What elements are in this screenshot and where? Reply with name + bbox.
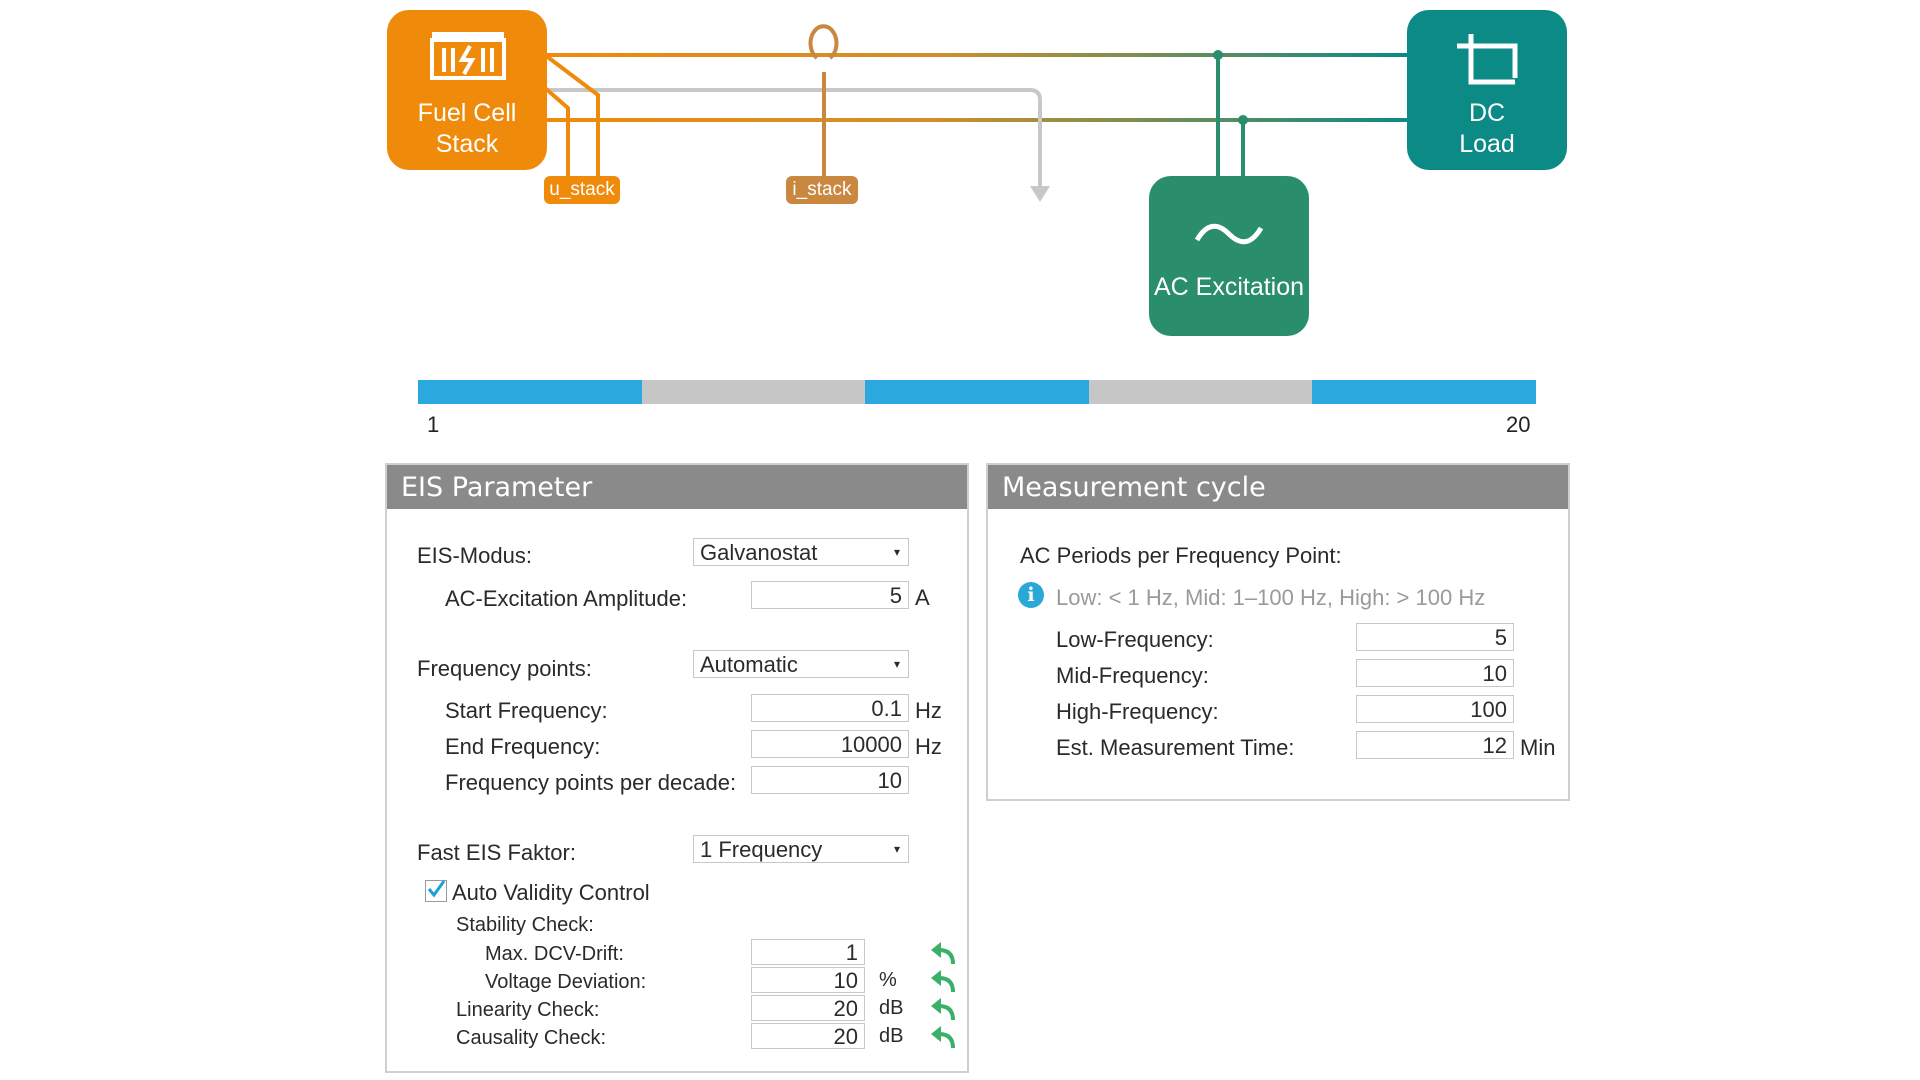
checkmark-icon — [427, 880, 446, 898]
eis-modus-value: Galvanostat — [700, 540, 818, 565]
voltage-deviation-input[interactable]: 10 — [751, 967, 865, 993]
sine-wave-icon — [1194, 223, 1264, 245]
amplitude-input[interactable]: 5 — [751, 581, 909, 609]
start-frequency-input[interactable]: 0.1 — [751, 694, 909, 722]
u-stack-tag: u_stack — [544, 176, 620, 204]
measurement-time-unit: Min — [1520, 735, 1556, 760]
auto-validity-checkbox[interactable] — [425, 880, 447, 902]
dcv-drift-input[interactable]: 1 — [751, 939, 865, 965]
cycle-panel-title: Measurement cycle — [988, 465, 1568, 509]
fast-eis-label: Fast EIS Faktor: — [417, 840, 576, 865]
progress-segment — [1312, 380, 1536, 404]
eis-panel-title: EIS Parameter — [387, 465, 967, 509]
mid-frequency-input[interactable]: 10 — [1356, 659, 1514, 687]
dc-load-label-1: DC — [1468, 99, 1506, 127]
measurement-cycle-panel: Measurement cycle AC Periods per Frequen… — [986, 463, 1570, 801]
low-frequency-label: Low-Frequency: — [1056, 627, 1214, 652]
start-frequency-label: Start Frequency: — [445, 698, 608, 723]
causality-check-label: Causality Check: — [456, 1027, 607, 1049]
linearity-check-input[interactable]: 20 — [751, 995, 865, 1021]
amplitude-unit: A — [915, 585, 930, 610]
mid-frequency-label: Mid-Frequency: — [1056, 663, 1209, 688]
auto-validity-label: Auto Validity Control — [452, 880, 650, 905]
eis-modus-select[interactable]: Galvanostat ▾ — [693, 538, 909, 566]
reset-arrow-icon[interactable] — [927, 996, 957, 1022]
frequency-points-value: Automatic — [700, 652, 798, 677]
progress-segment — [641, 380, 866, 404]
progress-start-label: 1 — [427, 412, 440, 437]
progress-segment — [418, 380, 642, 404]
linearity-check-unit: dB — [879, 997, 904, 1019]
low-frequency-input[interactable]: 5 — [1356, 623, 1514, 651]
fast-eis-value: 1 Frequency — [700, 837, 823, 862]
fast-eis-select[interactable]: 1 Frequency ▾ — [693, 835, 909, 863]
linearity-check-label: Linearity Check: — [456, 999, 600, 1021]
progress-end-label: 20 — [1506, 412, 1531, 437]
measurement-time-input[interactable]: 12 — [1356, 731, 1514, 759]
ac-excitation-label: AC Excitation — [1153, 273, 1305, 301]
voltage-deviation-label: Voltage Deviation: — [485, 971, 647, 993]
chevron-down-icon: ▾ — [893, 657, 900, 671]
eis-parameter-panel: EIS Parameter EIS-Modus: Galvanostat ▾ A… — [385, 463, 969, 1073]
points-per-decade-label: Frequency points per decade: — [445, 770, 737, 795]
u-stack-wire-2 — [543, 86, 570, 178]
dc-load-icon — [1457, 34, 1518, 85]
signal-wire — [545, 88, 1042, 190]
stability-check-label: Stability Check: — [456, 914, 594, 936]
high-frequency-input[interactable]: 100 — [1356, 695, 1514, 723]
frequency-points-select[interactable]: Automatic ▾ — [693, 650, 909, 678]
progress-segment — [865, 380, 1089, 404]
causality-check-unit: dB — [879, 1025, 904, 1047]
fuel-cell-icon — [430, 32, 506, 80]
end-frequency-input[interactable]: 10000 — [751, 730, 909, 758]
dc-load-block: DC Load — [1407, 10, 1567, 170]
circuit-diagram — [543, 24, 1410, 202]
high-frequency-label: High-Frequency: — [1056, 699, 1219, 724]
progress-segment — [1088, 380, 1313, 404]
start-frequency-unit: Hz — [915, 698, 942, 723]
causality-check-input[interactable]: 20 — [751, 1023, 865, 1049]
cycle-progress-bar — [418, 380, 1536, 404]
voltage-deviation-unit: % — [879, 969, 897, 991]
end-frequency-label: End Frequency: — [445, 734, 601, 759]
frequency-range-info: Low: < 1 Hz, Mid: 1–100 Hz, High: > 100 … — [1056, 585, 1486, 610]
reset-arrow-icon[interactable] — [927, 1024, 957, 1050]
i-stack-tag: i_stack — [786, 176, 858, 204]
points-per-decade-input[interactable]: 10 — [751, 766, 909, 794]
info-icon: i — [1018, 582, 1044, 608]
current-clamp — [808, 24, 839, 60]
eis-modus-label: EIS-Modus: — [417, 543, 532, 568]
reset-arrow-icon[interactable] — [927, 940, 957, 966]
measurement-time-label: Est. Measurement Time: — [1056, 735, 1295, 760]
chevron-down-icon: ▾ — [893, 545, 900, 559]
ac-excitation-block: AC Excitation — [1149, 176, 1309, 336]
amplitude-label: AC-Excitation Amplitude: — [445, 586, 688, 611]
frequency-points-label: Frequency points: — [417, 656, 592, 681]
end-frequency-unit: Hz — [915, 734, 942, 759]
fuel-cell-label-2: Stack — [435, 130, 499, 158]
fuel-cell-label-1: Fuel Cell — [417, 99, 517, 127]
reset-arrow-icon[interactable] — [927, 968, 957, 994]
dcv-drift-label: Max. DCV-Drift: — [485, 943, 624, 965]
fuel-cell-stack-block: Fuel Cell Stack — [387, 10, 547, 170]
chevron-down-icon: ▾ — [893, 842, 900, 856]
u-stack-wire-1 — [543, 53, 600, 178]
ac-periods-label: AC Periods per Frequency Point: — [1020, 543, 1342, 568]
dc-load-label-2: Load — [1459, 130, 1515, 158]
signal-arrow — [1030, 186, 1050, 202]
